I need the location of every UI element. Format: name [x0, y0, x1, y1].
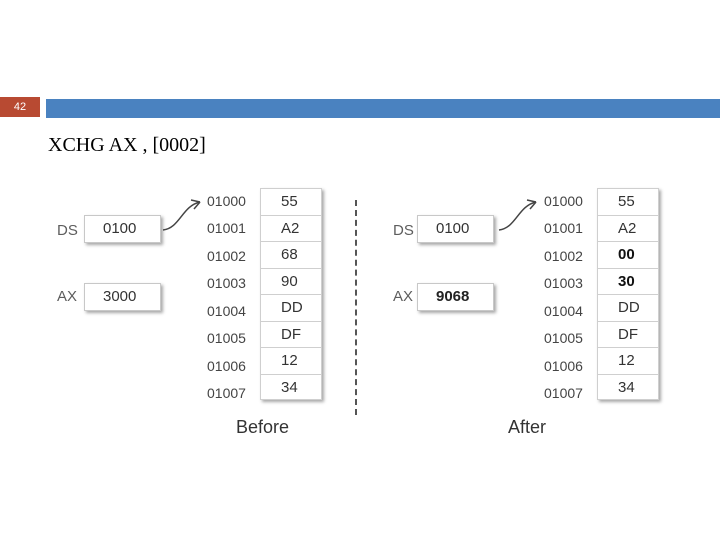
address-label: 01004	[207, 303, 246, 319]
address-label: 01000	[544, 193, 583, 209]
address-label: 01006	[544, 358, 583, 374]
address-label: 01002	[544, 248, 583, 264]
pointer-arrow-icon	[498, 199, 537, 231]
before-panel: DS 0100 AX 3000 01000 01001 01002 01003 …	[0, 180, 322, 440]
memory-cell: 68	[260, 241, 322, 268]
address-label: 01006	[207, 358, 246, 374]
ds-label: DS	[57, 222, 78, 239]
memory-cell: DD	[260, 294, 322, 321]
ds-register: 0100	[84, 215, 161, 243]
memory-cell: 55	[597, 188, 659, 215]
address-label: 01002	[207, 248, 246, 264]
slide-number: 42	[0, 97, 40, 117]
slide-title: XCHG AX , [0002]	[48, 134, 206, 156]
address-label: 01003	[207, 275, 246, 291]
ds-label: DS	[393, 222, 414, 239]
ax-label: AX	[393, 288, 414, 305]
pointer-arrow-icon	[162, 199, 201, 231]
ds-register: 0100	[417, 215, 494, 243]
ax-register: 3000	[84, 283, 161, 311]
address-label: 01004	[544, 303, 583, 319]
memory-cell-changed: 00	[597, 241, 659, 268]
address-label: 01007	[207, 385, 246, 401]
memory-cell: A2	[260, 214, 322, 241]
before-caption: Before	[236, 417, 290, 437]
after-caption: After	[508, 417, 547, 437]
before-memory-column: 55 A2 68 90 DD DF 12 34	[260, 188, 322, 400]
after-memory-column: 55 A2 00 30 DD DF 12 34	[597, 188, 659, 400]
panel-divider	[355, 200, 357, 415]
memory-cell: 34	[597, 373, 659, 400]
ax-label: AX	[57, 288, 78, 305]
memory-cell: DF	[260, 320, 322, 347]
memory-cell: DD	[597, 294, 659, 321]
address-label: 01007	[544, 385, 583, 401]
header-bar	[46, 99, 720, 118]
memory-cell: DF	[597, 320, 659, 347]
memory-cell: 55	[260, 188, 322, 215]
address-label: 01001	[544, 220, 583, 236]
address-label: 01001	[207, 220, 246, 236]
after-panel: DS 0100 AX 9068 01000 01001 01002 01003 …	[336, 180, 659, 440]
ax-register: 9068	[417, 283, 494, 311]
memory-cell: 12	[597, 347, 659, 374]
address-label: 01005	[544, 330, 583, 346]
memory-cell: 12	[260, 347, 322, 374]
memory-cell: 90	[260, 267, 322, 294]
address-label: 01003	[544, 275, 583, 291]
memory-cell-changed: 30	[597, 267, 659, 294]
address-label: 01000	[207, 193, 246, 209]
memory-cell: 34	[260, 373, 322, 400]
address-label: 01005	[207, 330, 246, 346]
memory-cell: A2	[597, 214, 659, 241]
